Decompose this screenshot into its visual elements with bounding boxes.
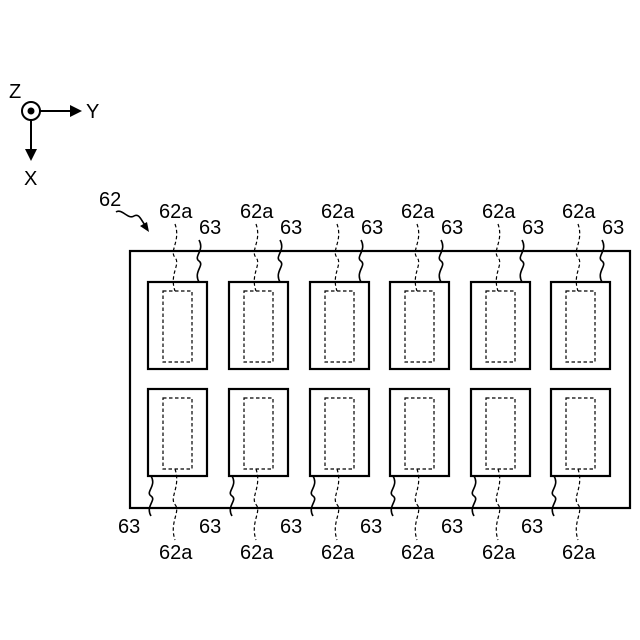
cell-leader-line — [520, 240, 523, 282]
cell-label-63: 63 — [441, 217, 463, 239]
cell-leader-line — [230, 476, 233, 516]
region-leader-line — [254, 469, 257, 540]
cell-label-63: 63 — [441, 516, 463, 538]
cell-63 — [148, 389, 207, 476]
region-62a — [244, 291, 273, 362]
z-axis-label: Z — [9, 81, 21, 103]
axis-indicator: Z Y X — [9, 81, 99, 190]
cell-label-63: 63 — [360, 516, 382, 538]
region-62a — [163, 291, 192, 362]
cell-leader-line — [311, 476, 314, 516]
region-label-62a: 62a — [482, 542, 516, 564]
region-label-62a: 62a — [562, 542, 596, 564]
region-62a — [566, 398, 595, 469]
component-leader-arrowhead-icon — [140, 222, 149, 232]
region-label-62a: 62a — [562, 201, 596, 223]
region-label-62a: 62a — [401, 542, 435, 564]
cell-label-63: 63 — [280, 217, 302, 239]
cell-label-63: 63 — [280, 516, 302, 538]
cell-label-63: 63 — [521, 516, 543, 538]
cell-leader-line — [439, 240, 442, 282]
cell-leader-line — [278, 240, 281, 282]
region-label-62a: 62a — [240, 201, 274, 223]
x-axis-arrowhead-icon — [25, 149, 37, 161]
cell-label-63: 63 — [199, 516, 221, 538]
component-62-callout: 62 — [99, 189, 149, 232]
region-62a — [405, 398, 434, 469]
region-62a — [405, 291, 434, 362]
x-axis-label: X — [24, 168, 37, 190]
cell-label-63: 63 — [118, 516, 140, 538]
region-label-62a: 62a — [321, 201, 355, 223]
cell-leader-line — [552, 476, 555, 516]
cell-63 — [471, 389, 530, 476]
cell-63 — [471, 282, 530, 369]
cell-63 — [229, 282, 288, 369]
region-leader-line — [335, 469, 338, 540]
cell-leader-line — [391, 476, 394, 516]
cell-grid — [148, 282, 610, 476]
y-axis-arrowhead-icon — [70, 105, 82, 117]
cell-leader-line — [197, 240, 200, 282]
region-label-62a: 62a — [240, 542, 274, 564]
cell-label-63: 63 — [602, 217, 624, 239]
cell-callouts: 62a6362a6362a6362a6362a6362a636362a6362a… — [118, 201, 624, 564]
region-62a — [244, 398, 273, 469]
substrate-frame — [130, 251, 630, 508]
region-label-62a: 62a — [482, 201, 516, 223]
region-62a — [486, 398, 515, 469]
cell-63 — [148, 282, 207, 369]
region-label-62a: 62a — [159, 542, 193, 564]
component-leader-line — [116, 211, 145, 225]
cell-label-63: 63 — [522, 217, 544, 239]
region-leader-line — [576, 469, 579, 540]
region-leader-line — [173, 469, 176, 540]
cell-label-63: 63 — [199, 217, 221, 239]
cell-63 — [390, 389, 449, 476]
cell-leader-line — [472, 476, 475, 516]
cell-leader-line — [149, 476, 152, 516]
region-62a — [163, 398, 192, 469]
y-axis-label: Y — [86, 101, 99, 123]
region-label-62a: 62a — [321, 542, 355, 564]
region-62a — [486, 291, 515, 362]
cell-leader-line — [600, 240, 603, 282]
region-label-62a: 62a — [159, 201, 193, 223]
cell-63 — [551, 389, 610, 476]
cell-63 — [551, 282, 610, 369]
z-axis-dot-icon — [28, 108, 35, 115]
region-label-62a: 62a — [401, 201, 435, 223]
region-leader-line — [415, 469, 418, 540]
region-62a — [325, 398, 354, 469]
region-leader-line — [496, 469, 499, 540]
cell-63 — [229, 389, 288, 476]
cell-leader-line — [359, 240, 362, 282]
region-62a — [325, 291, 354, 362]
region-62a — [566, 291, 595, 362]
cell-label-63: 63 — [361, 217, 383, 239]
cell-63 — [310, 282, 369, 369]
component-label-62: 62 — [99, 189, 121, 211]
cell-63 — [310, 389, 369, 476]
cell-63 — [390, 282, 449, 369]
